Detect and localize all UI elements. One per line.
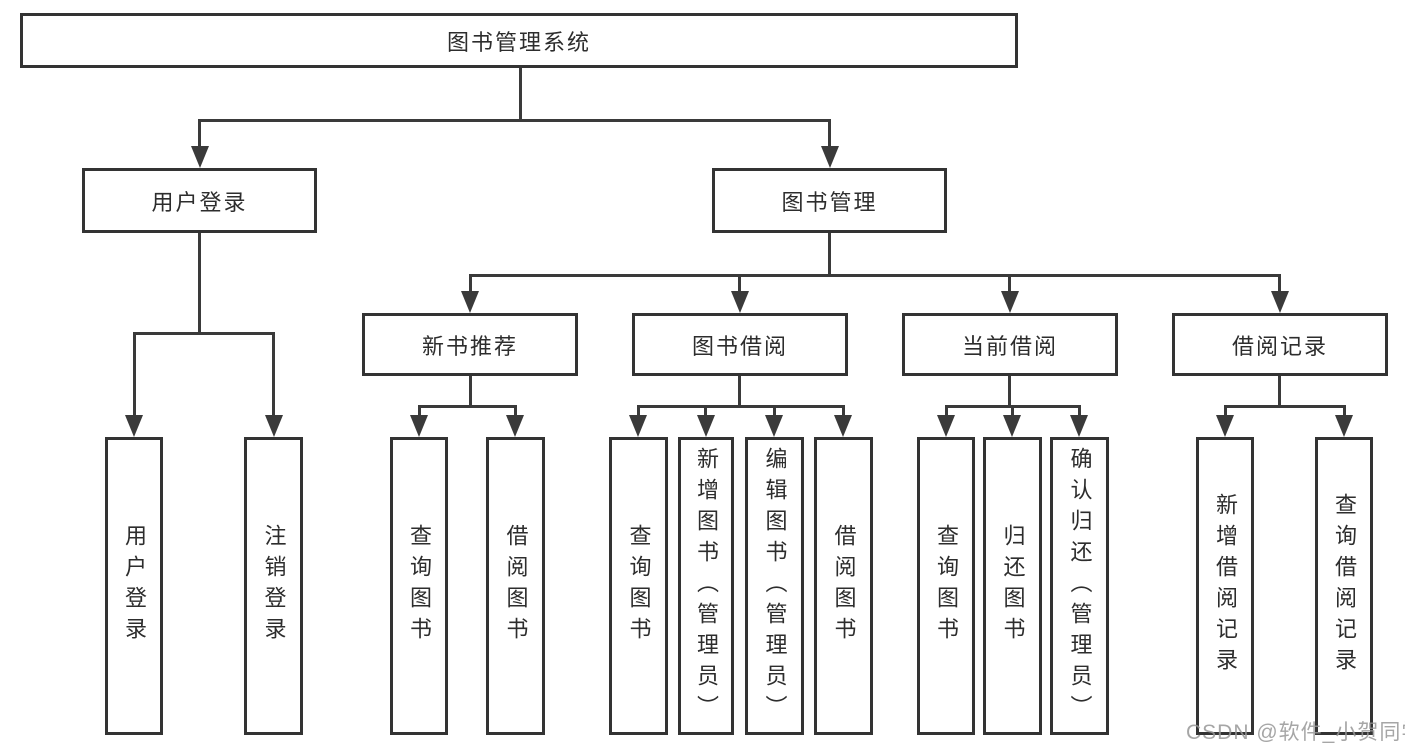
- connector-arrowhead-down: [191, 146, 209, 168]
- connector-arrowhead-down: [506, 415, 524, 437]
- connector-drop: [738, 274, 741, 293]
- connector-drop: [198, 119, 201, 148]
- connector-rail: [133, 332, 275, 335]
- leaf-return-books: 归还图书: [983, 437, 1042, 735]
- connector-arrowhead-down: [125, 415, 143, 437]
- connector-drop: [1008, 274, 1011, 293]
- leaf-user-login: 用户登录: [105, 437, 163, 735]
- connector-drop: [945, 405, 948, 417]
- node-borrowing-records: 借阅记录: [1172, 313, 1388, 376]
- connector-rail: [637, 405, 845, 408]
- connector-drop: [272, 332, 275, 417]
- connector-drop: [637, 405, 640, 417]
- connector-drop: [842, 405, 845, 417]
- connector-arrowhead-down: [265, 415, 283, 437]
- connector-drop: [1078, 405, 1081, 417]
- watermark-csdn: CSDN @软件_小贺同学: [1186, 721, 1405, 744]
- connector-drop: [704, 405, 707, 417]
- connector-arrowhead-down: [1001, 291, 1019, 313]
- leaf-query-books-borrowing: 查询图书: [609, 437, 668, 735]
- connector-drop: [133, 332, 136, 417]
- node-user-login: 用户登录: [82, 168, 317, 233]
- connector-stem: [1278, 376, 1281, 407]
- leaf-query-books-recommend: 查询图书: [390, 437, 448, 735]
- connector-drop: [514, 405, 517, 417]
- connector-drop: [418, 405, 421, 417]
- connector-level3-rail: [469, 274, 1281, 277]
- connector-arrowhead-down: [1335, 415, 1353, 437]
- leaf-edit-books-admin: 编辑图书（管理员）: [745, 437, 804, 735]
- connector-stem: [469, 376, 472, 407]
- leaf-borrow-books: 借阅图书: [814, 437, 873, 735]
- connector-level2-rail: [198, 119, 831, 122]
- node-current-borrowing: 当前借阅: [902, 313, 1118, 376]
- connector-arrowhead-down: [629, 415, 647, 437]
- leaf-query-borrow-record: 查询借阅记录: [1315, 437, 1373, 735]
- connector-stem: [198, 233, 201, 334]
- connector-stem: [1008, 376, 1011, 407]
- leaf-query-books-current: 查询图书: [917, 437, 975, 735]
- leaf-add-books-admin: 新增图书（管理员）: [678, 437, 734, 735]
- node-book-borrowing: 图书借阅: [632, 313, 848, 376]
- leaf-logout: 注销登录: [244, 437, 303, 735]
- connector-arrowhead-down: [410, 415, 428, 437]
- leaf-borrow-books-recommend: 借阅图书: [486, 437, 545, 735]
- node-library-system: 图书管理系统: [20, 13, 1018, 68]
- connector-rail: [1224, 405, 1346, 408]
- connector-arrowhead-down: [937, 415, 955, 437]
- connector-arrowhead-down: [765, 415, 783, 437]
- connector-drop: [1343, 405, 1346, 417]
- connector-stem: [738, 376, 741, 407]
- connector-drop: [1224, 405, 1227, 417]
- leaf-confirm-return-admin: 确认归还（管理员）: [1050, 437, 1109, 735]
- connector-stem: [828, 233, 831, 276]
- connector-drop: [773, 405, 776, 417]
- connector-arrowhead-down: [821, 146, 839, 168]
- connector-drop: [469, 274, 472, 293]
- connector-rail: [418, 405, 517, 408]
- connector-arrowhead-down: [461, 291, 479, 313]
- node-book-management: 图书管理: [712, 168, 947, 233]
- connector-arrowhead-down: [697, 415, 715, 437]
- connector-arrowhead-down: [1003, 415, 1021, 437]
- connector-drop: [828, 119, 831, 148]
- connector-arrowhead-down: [1216, 415, 1234, 437]
- connector-root-stem: [519, 68, 522, 121]
- connector-arrowhead-down: [1070, 415, 1088, 437]
- connector-drop: [1278, 274, 1281, 293]
- connector-arrowhead-down: [731, 291, 749, 313]
- node-new-book-recommendation: 新书推荐: [362, 313, 578, 376]
- connector-drop: [1011, 405, 1014, 417]
- leaf-add-borrow-record: 新增借阅记录: [1196, 437, 1254, 735]
- connector-arrowhead-down: [834, 415, 852, 437]
- connector-arrowhead-down: [1271, 291, 1289, 313]
